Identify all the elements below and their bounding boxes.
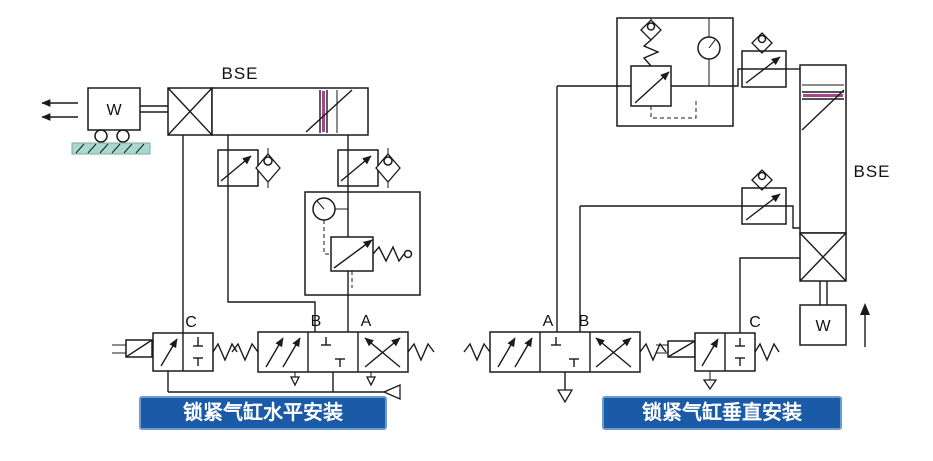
regulator-valve: [630, 65, 672, 107]
pressure-gauge-icon: [312, 197, 348, 221]
up-arrow-icon: [860, 303, 870, 347]
cylinder-body: [799, 64, 847, 234]
pressure-gauge-icon: [697, 18, 721, 86]
spring-icon: [754, 342, 780, 362]
title-banner-right: 锁紧气缸垂直安装: [602, 396, 842, 430]
piston: [319, 90, 338, 133]
valve-a-label-right: A: [543, 313, 554, 330]
exhaust-triangle-icon: [382, 384, 401, 400]
check-valve-icon: [375, 148, 401, 188]
solenoid-icon: [125, 339, 153, 358]
exhaust-triangle-icon: [702, 379, 718, 391]
wheel-icon: [116, 129, 130, 143]
relief-ball: [403, 249, 413, 259]
valve-c-label-right: C: [749, 314, 761, 331]
check-valve-icon: [640, 18, 662, 41]
pressure-regulator-unit: [616, 17, 734, 127]
ground-hatch: [75, 143, 145, 154]
piston: [802, 84, 844, 100]
flow-control-valve: [741, 169, 787, 225]
directional-valve-c-left: C: [112, 314, 238, 372]
exhaust-triangle-icon: [365, 376, 377, 387]
spring-icon: [231, 342, 259, 362]
directional-valve-c-right: C: [656, 314, 780, 391]
title-text-left: 锁紧气缸水平安装: [183, 400, 343, 424]
flow-control-valve: [217, 148, 281, 188]
cylinder-body: [211, 87, 369, 136]
motion-arrows-icon: [41, 99, 78, 121]
ground-strip: [71, 142, 151, 155]
valve-b-label-right: B: [579, 313, 590, 330]
directional-valve-ab-right: A B: [463, 313, 667, 404]
valve-c-label-left: C: [185, 314, 197, 331]
title-banner-left: 锁紧气缸水平安装: [139, 396, 387, 430]
valve-b-label-left: B: [311, 313, 322, 330]
cushion-slash: [801, 89, 845, 131]
valve-a-label-left: A: [361, 313, 372, 330]
load-box: [87, 87, 141, 131]
spring-icon: [642, 39, 660, 67]
left-wiring: [167, 135, 384, 393]
bse-label-left: BSE: [221, 64, 258, 83]
spring-icon: [639, 342, 667, 362]
right-wiring: [556, 68, 800, 333]
spring-icon: [372, 245, 405, 263]
check-valve-icon: [751, 32, 773, 54]
flow-control-valve: [741, 32, 787, 88]
exhaust-triangle-icon: [556, 389, 574, 404]
spring-icon: [212, 342, 238, 362]
pressure-regulator-unit: [304, 191, 421, 296]
spring-icon: [407, 342, 435, 362]
right-cylinder-assembly: BSE W: [799, 64, 890, 347]
load-label-right: W: [815, 318, 831, 335]
exhaust-triangle-icon: [289, 376, 301, 387]
load-box: [799, 304, 847, 346]
flow-control-valve: [337, 148, 401, 188]
load-label-left: W: [106, 102, 122, 119]
wheel-icon: [94, 129, 108, 143]
left-circuit: W BSE: [41, 64, 435, 430]
left-load-assembly: W: [41, 87, 168, 155]
bse-label-right: BSE: [853, 162, 890, 181]
check-valve-icon: [751, 169, 773, 191]
solenoid-icon: [667, 340, 696, 358]
right-circuit: BSE W A B: [463, 17, 890, 430]
directional-valve-ab-left: B A: [231, 313, 435, 387]
left-cylinder-assembly: BSE: [167, 64, 369, 136]
title-text-right: 锁紧气缸垂直安装: [642, 400, 802, 424]
cushion-slash: [305, 89, 353, 133]
spring-icon: [463, 342, 491, 362]
check-valve-icon: [255, 148, 281, 188]
